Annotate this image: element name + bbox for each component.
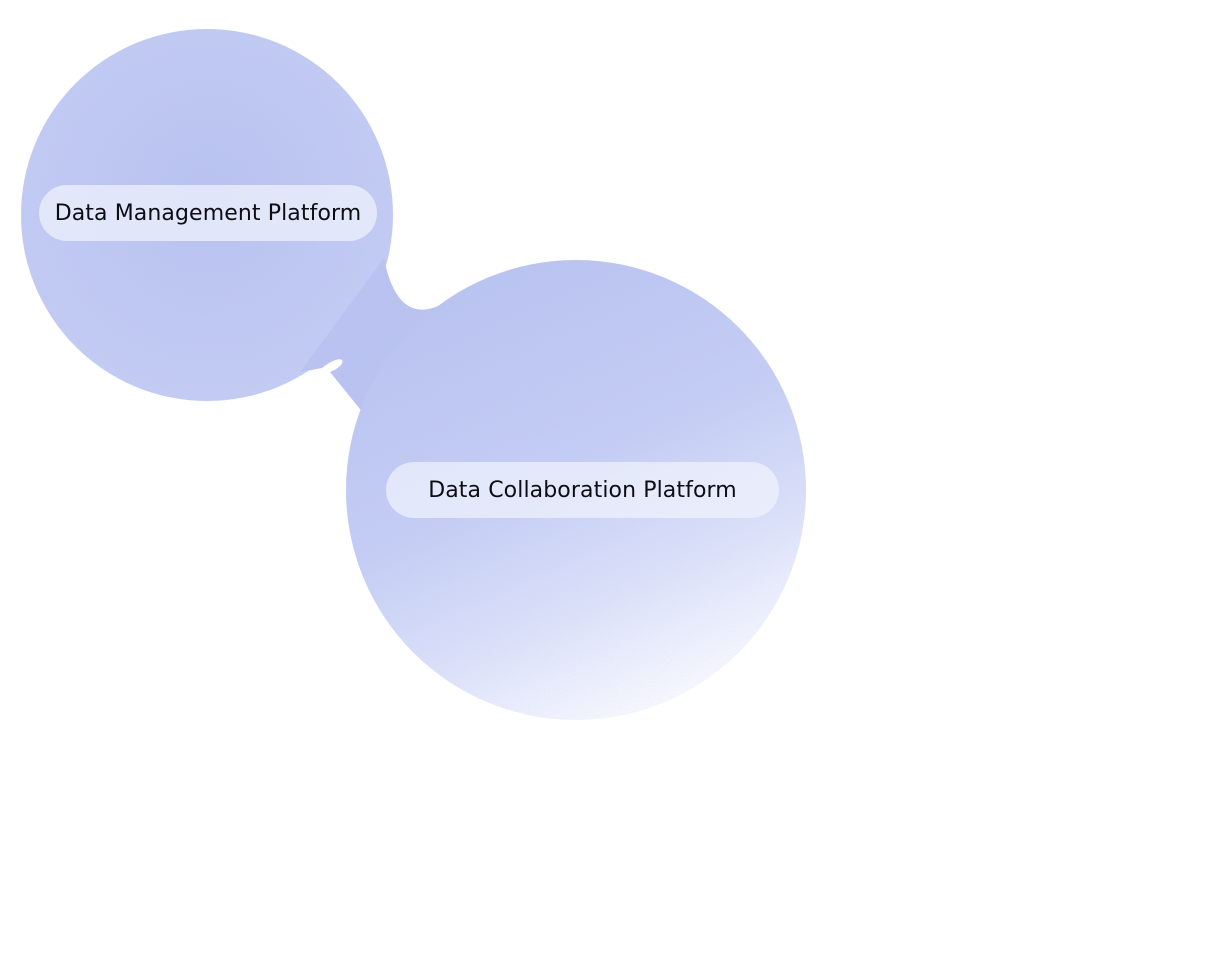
- connected-blobs: [21, 29, 806, 720]
- node-label-collaboration: Data Collaboration Platform: [386, 462, 779, 518]
- node-label-management: Data Management Platform: [39, 185, 377, 241]
- node-label-management-text: Data Management Platform: [54, 200, 362, 226]
- node-label-collaboration-text: Data Collaboration Platform: [428, 477, 737, 503]
